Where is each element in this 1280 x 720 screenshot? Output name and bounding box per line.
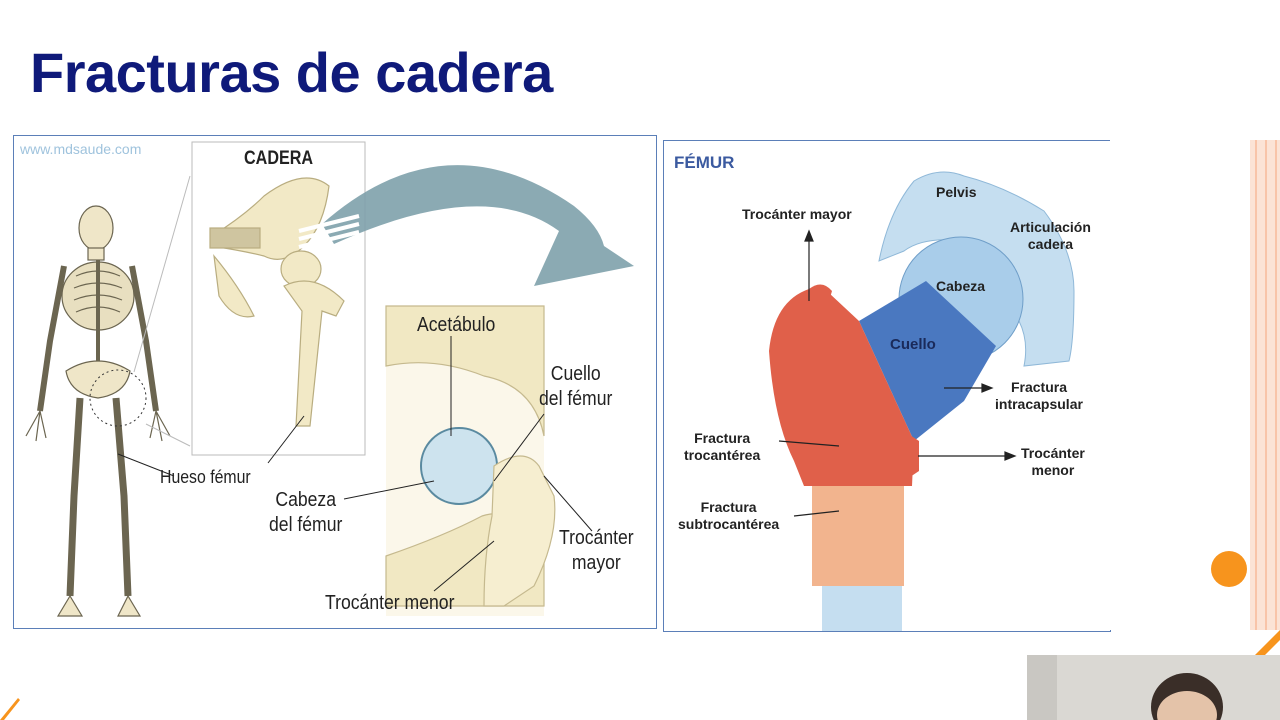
- femur-drawing: [769, 171, 1075, 631]
- label-fractura-intracapsular: Fractura intracapsular: [995, 379, 1083, 412]
- label-cuello-femur: Cuello del fémur: [539, 363, 613, 410]
- hip-closeup: [385, 305, 556, 616]
- label-trocanter-mayor: Trocánter mayor: [559, 527, 634, 574]
- hip-anatomy-drawing: [25, 141, 634, 617]
- label-acetabulo: Acetábulo: [417, 314, 496, 336]
- subtrochanteric-region-shape: [812, 486, 904, 586]
- label-fractura-trocanterea: Fractura trocantérea: [684, 430, 761, 463]
- presenter-webcam: [1027, 655, 1280, 720]
- label-articulacion-cadera: Articulación cadera: [1010, 219, 1091, 252]
- decorative-stripes: [1250, 140, 1280, 630]
- label-trocanter-mayor-femur: Trocánter mayor: [742, 206, 852, 222]
- femur-fracture-figure: FÉMUR Trocánter mayor Pelvis Articulació…: [663, 140, 1111, 632]
- slide-title: Fracturas de cadera: [30, 41, 553, 104]
- watermark: www.mdsaude.com: [20, 141, 142, 157]
- femur-title: FÉMUR: [674, 153, 735, 172]
- label-hueso-femur: Hueso fémur: [160, 467, 251, 487]
- trochanter-region-shape: [769, 289, 914, 486]
- label-trocanter-menor-femur: Trocánter menor: [1021, 445, 1085, 478]
- hip-anatomy-figure: www.mdsaude.com CADERA Hueso fémur Acetá…: [13, 135, 657, 629]
- label-cuello: Cuello: [890, 336, 936, 353]
- corner-accent-right: [1250, 630, 1280, 660]
- presenter-silhouette: [1027, 655, 1280, 720]
- inset-title: CADERA: [244, 148, 314, 169]
- zoom-arrow: [298, 165, 634, 286]
- skeleton-illustration: [25, 205, 171, 617]
- label-pelvis: Pelvis: [936, 184, 977, 200]
- corner-accent-left: [0, 698, 20, 720]
- label-cabeza: Cabeza: [936, 278, 986, 294]
- femoral-shaft-shape: [822, 586, 902, 631]
- label-cabeza-femur: Cabeza del fémur: [269, 489, 343, 536]
- femoral-neck-shape: [859, 281, 996, 441]
- label-fractura-subtrocanterea: Fractura subtrocantérea: [678, 499, 780, 532]
- label-trocanter-menor: Trocánter menor: [325, 592, 455, 614]
- orange-dot-decoration: [1211, 551, 1247, 587]
